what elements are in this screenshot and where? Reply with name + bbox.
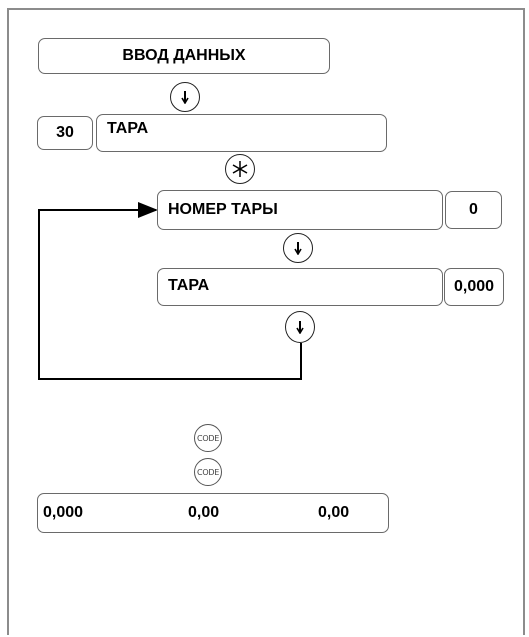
tara-title-box: ТАРА <box>96 114 387 152</box>
display-total: 0,00 <box>318 504 350 521</box>
down-arrow-key-icon <box>294 242 302 255</box>
code-30-label: 30 <box>56 124 74 141</box>
tare-box: ТАРА <box>157 268 443 306</box>
code-key-1: CODE <box>194 424 222 452</box>
tare-number-value: 0 <box>469 201 478 218</box>
data-entry-label: ВВОД ДАННЫХ <box>122 47 246 64</box>
code-key-2: CODE <box>194 458 222 486</box>
display-price: 0,00 <box>188 504 220 521</box>
tare-value: 0,000 <box>453 278 495 295</box>
code-key-2-label: CODE <box>197 467 219 477</box>
display-weight: 0,000 <box>43 504 84 521</box>
data-entry-box: ВВОД ДАННЫХ <box>38 38 330 74</box>
down-arrow-key-icon <box>181 91 189 104</box>
code-30-box: 30 <box>37 116 93 150</box>
tare-number-box: НОМЕР ТАРЫ <box>157 190 443 230</box>
down-arrow-key-2 <box>283 233 313 263</box>
tare-number-label: НОМЕР ТАРЫ <box>168 201 278 218</box>
loop-back-line <box>38 202 302 380</box>
down-arrow-key-1 <box>170 82 200 112</box>
down-arrow-key-icon <box>296 321 304 334</box>
diagram-frame <box>7 8 525 635</box>
asterisk-key-icon <box>232 161 248 177</box>
tare-number-value-box: 0 <box>445 191 502 229</box>
code-key-1-label: CODE <box>197 433 219 443</box>
display-box: 0,000 0,00 0,00 <box>37 493 389 533</box>
tare-label: ТАРА <box>168 277 210 294</box>
tare-value-box: 0,000 <box>444 268 504 306</box>
asterisk-key <box>225 154 255 184</box>
down-arrow-key-3 <box>285 311 315 343</box>
tara-title-label: ТАРА <box>107 120 149 137</box>
